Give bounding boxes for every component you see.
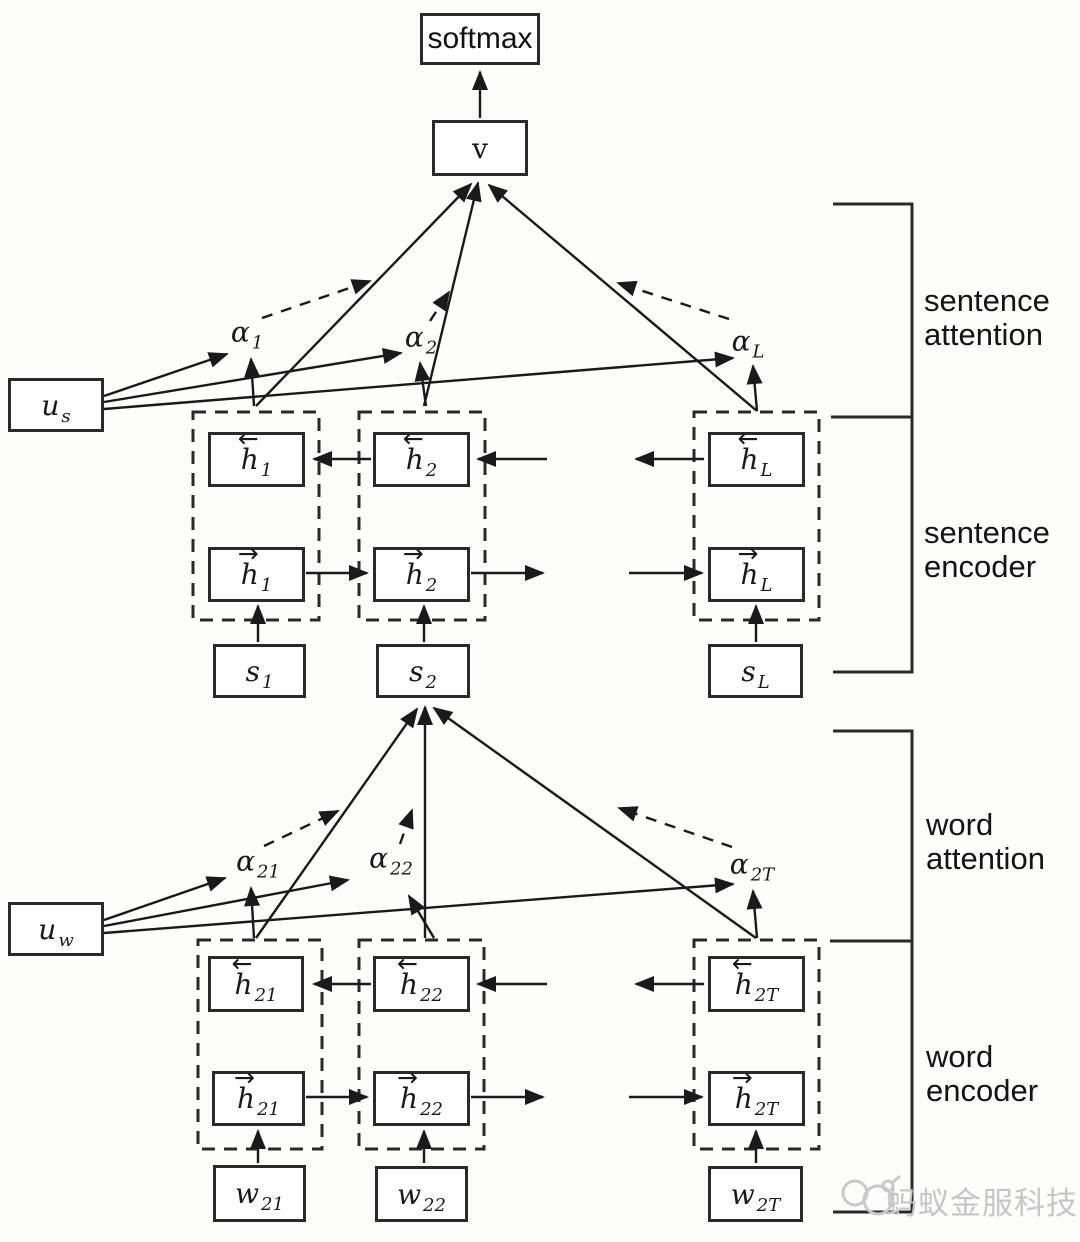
- ant-logo-icon: [841, 1174, 901, 1216]
- section-brackets: [830, 202, 914, 1214]
- word-encoder-label: word encoder: [926, 1039, 1039, 1108]
- solid-arrows: [103, 70, 764, 1163]
- word-attention-label: word attention: [926, 807, 1045, 876]
- document-vector-label: v: [472, 131, 488, 165]
- softmax-label: softmax: [427, 22, 533, 55]
- dashed-attention-arrows: [261, 279, 733, 849]
- sentence-encoder-label: sentence encoder: [924, 515, 1050, 584]
- sentence-attention-label: sentence attention: [924, 283, 1050, 352]
- document-vector-box: v: [432, 120, 528, 176]
- softmax-box: softmax: [420, 13, 540, 65]
- watermark-text: 蚂蚁金服科技: [886, 1186, 1078, 1222]
